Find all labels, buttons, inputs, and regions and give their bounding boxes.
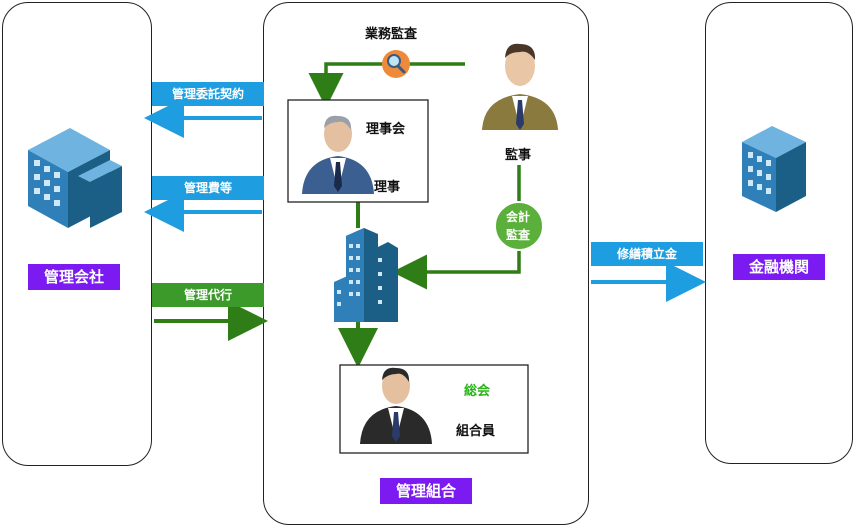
management-association-label: 管理組合 [380,478,472,504]
accounting-audit-arrow [392,165,521,290]
accounting-audit-badge [494,201,544,251]
financial-institution-label: 金融機関 [733,254,825,280]
board-member-label: 理事 [374,180,401,195]
business-audit-arrow [308,62,465,108]
management-company-panel [2,2,152,466]
tower-building-icon [334,228,398,322]
assembly-title: 総会 [464,384,491,399]
bank-building-icon [742,126,806,212]
union-member-avatar [360,367,432,444]
board-title: 理事会 [366,122,406,137]
accounting-audit-label-line2: 監査 [506,228,531,242]
auditor-label: 監事 [505,148,532,163]
magnifier-icon [382,50,410,78]
office-building-icon [28,128,122,228]
financial-institution-panel [705,2,853,464]
management-company-label: 管理会社 [28,264,120,290]
accounting-audit-label-line1: 会計 [506,210,531,224]
repair-reserve-label: 修繕積立金 [591,242,703,266]
board-member-avatar [302,115,374,194]
auditor-avatar [482,43,558,130]
management-agency-label: 管理代行 [152,283,264,307]
business-audit-label: 業務監査 [365,27,418,42]
management-contract-label: 管理委託契約 [152,82,264,106]
assembly-member-label: 組合員 [456,424,496,439]
management-fees-label: 管理費等 [152,176,264,200]
